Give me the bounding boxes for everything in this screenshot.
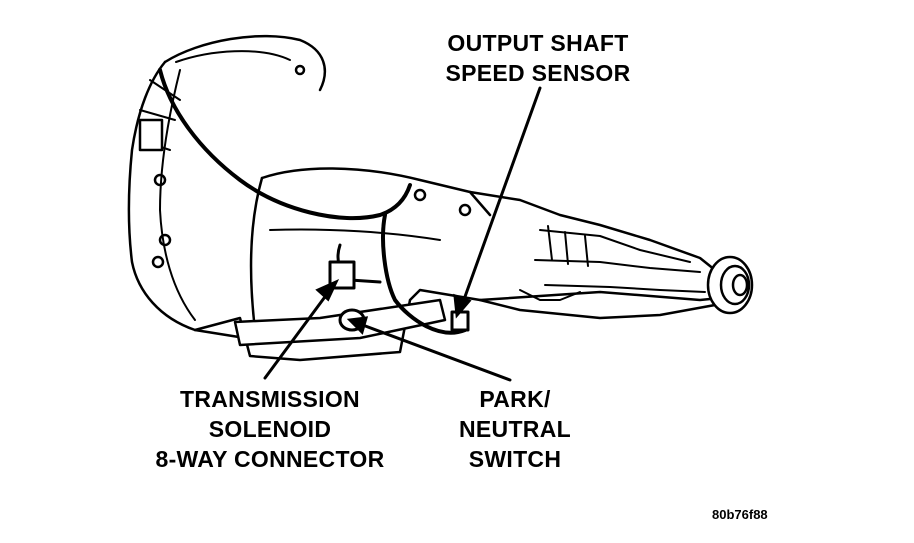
figure-id: 80b76f88 xyxy=(712,507,768,522)
label-line: SPEED SENSOR xyxy=(445,60,631,86)
leader-solenoid xyxy=(263,288,332,380)
leader-lines xyxy=(263,86,542,382)
label-output-shaft-speed-sensor: OUTPUT SHAFT SPEED SENSOR xyxy=(418,28,658,88)
label-line: PARK/ xyxy=(479,386,551,412)
label-line: SWITCH xyxy=(468,446,562,472)
leader-output-shaft xyxy=(460,86,542,307)
leader-park-neutral xyxy=(358,322,512,382)
label-line: 8-WAY CONNECTOR xyxy=(155,446,385,472)
label-line: TRANSMISSION xyxy=(180,386,360,412)
arrowhead-output-shaft xyxy=(453,293,472,319)
label-line: OUTPUT SHAFT xyxy=(447,30,629,56)
label-park-neutral-switch: PARK/ NEUTRAL SWITCH xyxy=(420,384,610,474)
transmission-housing xyxy=(127,34,754,362)
label-line: NEUTRAL xyxy=(459,416,571,442)
arrowhead-park-neutral xyxy=(346,316,369,335)
arrowhead-solenoid xyxy=(315,278,340,302)
label-line: SOLENOID xyxy=(208,416,332,442)
label-transmission-solenoid-connector: TRANSMISSION SOLENOID 8-WAY CONNECTOR xyxy=(120,384,420,474)
